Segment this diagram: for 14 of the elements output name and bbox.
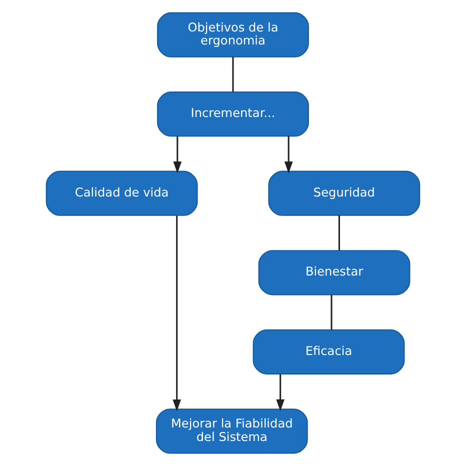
- node-box: Bienestar: [258, 250, 410, 296]
- node-box: Mejorar la Fiabilidad del Sistema: [156, 408, 308, 454]
- arrow: [284, 136, 293, 174]
- connector: [338, 215, 340, 250]
- node-box: Objetivos de la ergonomia: [157, 12, 309, 58]
- arrow: [172, 216, 182, 412]
- node-box: Calidad de vida: [46, 170, 198, 216]
- connector: [232, 56, 234, 92]
- arrow: [173, 136, 182, 174]
- node-box: Incrementar...: [157, 92, 309, 137]
- node-box: Eficacia: [252, 329, 405, 374]
- connector: [330, 294, 332, 330]
- node-box: Seguridad: [268, 170, 420, 216]
- arrow: [276, 374, 284, 412]
